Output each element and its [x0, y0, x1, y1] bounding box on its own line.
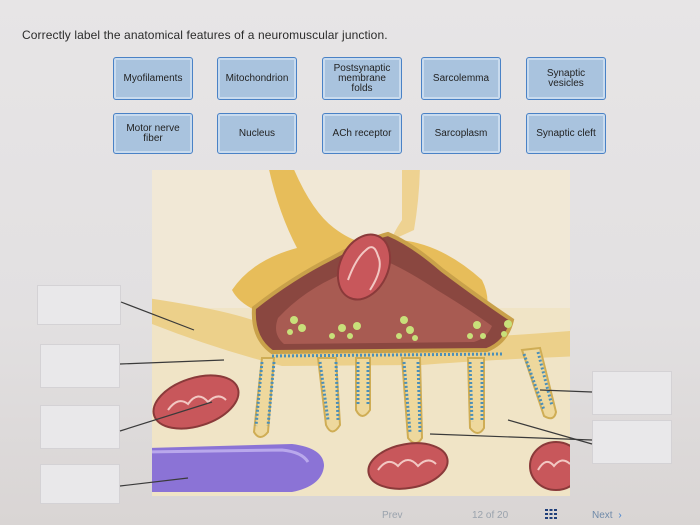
label-tile-ach-receptor[interactable]: ACh receptor — [322, 113, 402, 154]
label-line: Motor nerve — [126, 124, 179, 134]
label-line: folds — [334, 84, 391, 94]
drop-target-left-2[interactable] — [40, 344, 120, 388]
neuromuscular-junction-diagram — [152, 170, 570, 496]
label-line: Postsynaptic — [334, 64, 391, 74]
label-tile-sarcoplasm[interactable]: Sarcoplasm — [421, 113, 501, 154]
navigation-bar: Prev 12 of 20 Next › — [380, 506, 700, 525]
label-line: membrane — [334, 74, 391, 84]
label-tile-myofilaments[interactable]: Myofilaments — [113, 57, 193, 100]
label-line: Myofilaments — [124, 74, 183, 84]
next-label: Next — [592, 510, 613, 521]
label-line: Nucleus — [239, 129, 275, 139]
drop-target-left-1[interactable] — [37, 285, 121, 325]
label-line: Sarcolemma — [433, 74, 489, 84]
grid-icon[interactable] — [545, 509, 557, 519]
label-text: Synaptic cleft — [536, 129, 595, 139]
drop-target-right-1[interactable] — [592, 371, 672, 415]
label-text: Sarcoplasm — [435, 129, 488, 139]
drop-target-right-2[interactable] — [592, 420, 672, 464]
label-line: Mitochondrion — [226, 74, 289, 84]
drop-target-left-4[interactable] — [40, 464, 120, 504]
label-text: Sarcolemma — [433, 74, 489, 84]
label-text: Mitochondrion — [226, 74, 289, 84]
label-text: Nucleus — [239, 129, 275, 139]
diagram-illustration — [152, 170, 570, 496]
label-line: fiber — [126, 134, 179, 144]
label-tile-nucleus[interactable]: Nucleus — [217, 113, 297, 154]
page-indicator: 12 of 20 — [472, 510, 508, 521]
label-tile-sarcolemma[interactable]: Sarcolemma — [421, 57, 501, 100]
label-line: Synaptic cleft — [536, 129, 595, 139]
label-line: ACh receptor — [333, 129, 392, 139]
drop-target-left-3[interactable] — [40, 405, 120, 449]
label-tile-mitochondrion[interactable]: Mitochondrion — [217, 57, 297, 100]
prev-button[interactable]: Prev — [382, 510, 403, 521]
chevron-right-icon: › — [618, 510, 621, 521]
label-tile-synaptic-cleft[interactable]: Synaptic cleft — [526, 113, 606, 154]
label-line: Synaptic — [547, 69, 585, 79]
label-text: ACh receptor — [333, 129, 392, 139]
question-prompt: Correctly label the anatomical features … — [22, 28, 388, 42]
label-line: Sarcoplasm — [435, 129, 488, 139]
label-line: vesicles — [547, 79, 585, 89]
next-button[interactable]: Next › — [592, 510, 622, 521]
label-text: Myofilaments — [124, 74, 183, 84]
